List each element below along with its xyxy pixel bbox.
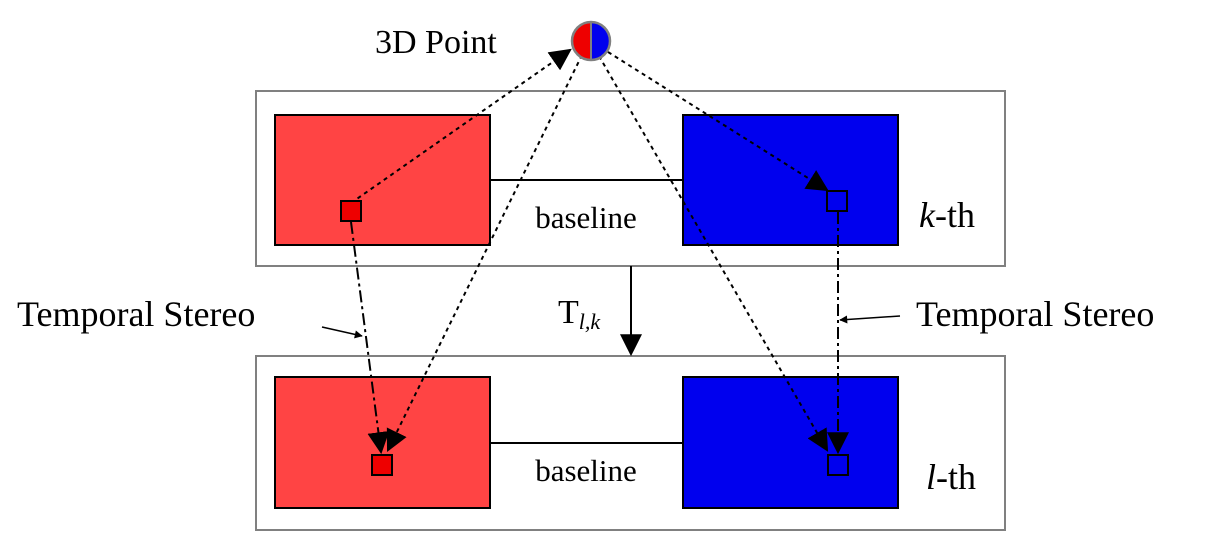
temporal-stereo-label-right: Temporal Stereo	[916, 294, 1154, 334]
image-point-right-l	[827, 454, 849, 476]
baseline-label-l: baseline	[535, 453, 637, 488]
temporal-pointer-left	[321, 326, 363, 339]
right-camera-image-l	[682, 376, 899, 509]
left-camera-image-k	[274, 114, 491, 246]
left-camera-image-l	[274, 376, 491, 509]
right-camera-image-k	[682, 114, 899, 246]
ray-point-to-right-l	[598, 55, 829, 452]
ray-point-to-right-k	[607, 51, 829, 192]
temporal-stereo-label-left: Temporal Stereo	[17, 294, 255, 334]
frame-label-k: k-th	[919, 195, 975, 235]
frame-label-l: l-th	[926, 457, 976, 497]
image-point-left-k	[340, 200, 362, 222]
image-point-right-k	[826, 190, 848, 212]
temporal-arrow-left	[350, 221, 390, 455]
transform-label: Tl,k	[558, 294, 601, 334]
temporal-pointer-right	[839, 315, 901, 324]
baseline-label-k: baseline	[535, 200, 637, 235]
3d-point-label: 3D Point	[375, 24, 497, 61]
image-point-left-l	[371, 454, 393, 476]
3d-point-icon	[570, 20, 612, 62]
ray-point-to-left-l	[386, 54, 583, 452]
